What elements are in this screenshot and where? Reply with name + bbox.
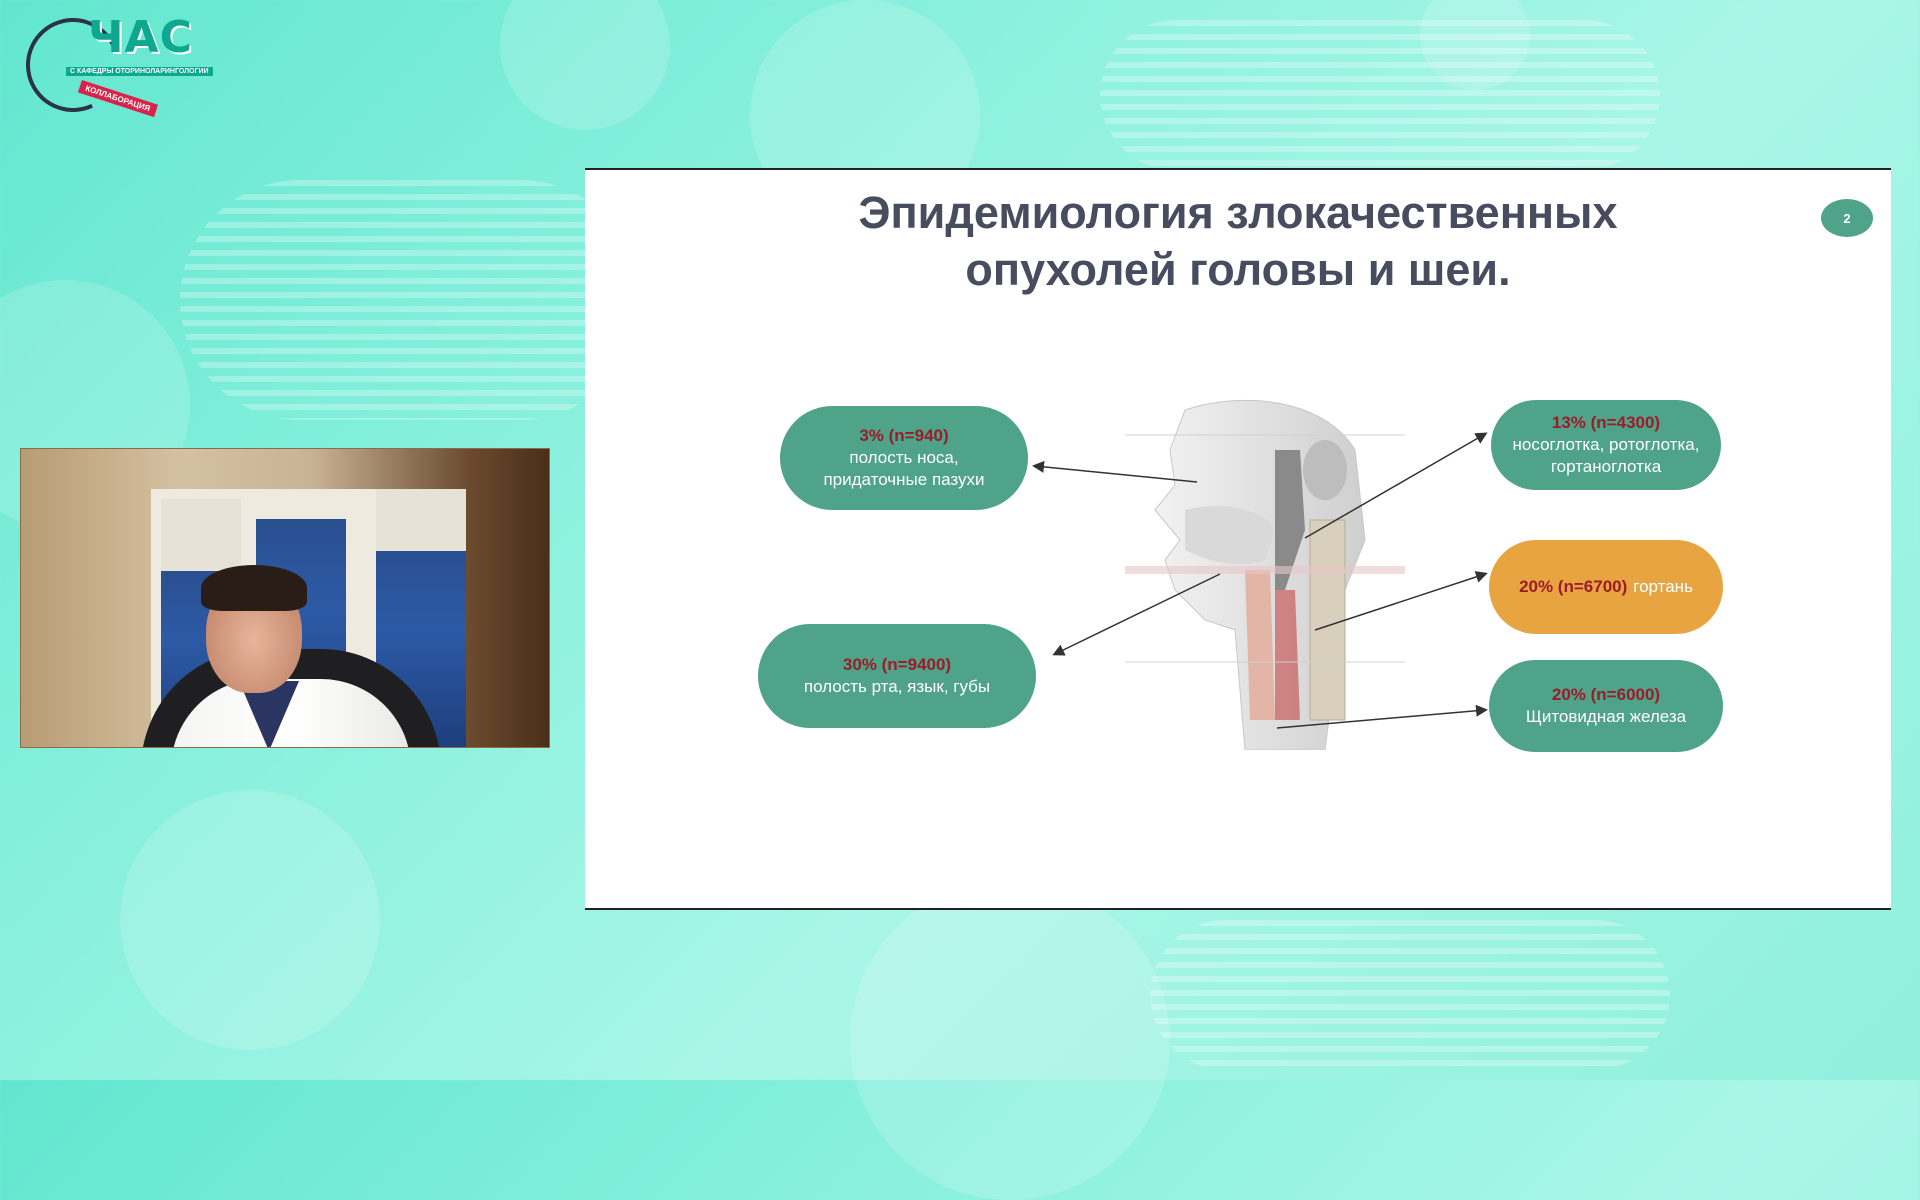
- label-percent: 30% (n=9400): [842, 655, 952, 674]
- label-text-line: придаточные пазухи: [823, 470, 985, 489]
- window-blind: [376, 489, 466, 551]
- slide-title-line1: Эпидемиология злокачественных: [858, 187, 1618, 238]
- label-pharynx: 13% (n=4300) носоглотка, ротоглотка, гор…: [1491, 400, 1721, 490]
- background-stripes: [1100, 20, 1660, 170]
- label-text-line: полость рта, язык, губы: [803, 677, 991, 696]
- channel-logo: ЧАС С КАФЕДРЫ ОТОРИНОЛАРИНГОЛОГИИ КОЛЛАБ…: [12, 4, 213, 126]
- presentation-slide: Эпидемиология злокачественных опухолей г…: [585, 168, 1891, 910]
- label-nasal-cavity: 3% (n=940) полость носа, придаточные паз…: [780, 406, 1028, 510]
- label-percent: 20% (n=6000): [1551, 685, 1661, 704]
- label-text-line: гортань: [1633, 577, 1693, 596]
- logo-subtitle: С КАФЕДРЫ ОТОРИНОЛАРИНГОЛОГИИ: [66, 67, 213, 76]
- label-thyroid: 20% (n=6000) Щитовидная железа: [1489, 660, 1723, 752]
- background-circle: [850, 880, 1170, 1200]
- background-stripes: [1150, 920, 1670, 1070]
- head-neck-anatomy-illustration: [1125, 399, 1405, 750]
- label-percent: 13% (n=4300): [1551, 413, 1661, 432]
- label-oral-cavity: 30% (n=9400) полость рта, язык, губы: [758, 624, 1036, 728]
- label-text-line: носоглотка, ротоглотка,: [1512, 435, 1700, 454]
- label-text-line: Щитовидная железа: [1525, 707, 1687, 726]
- background-stripes: [180, 180, 640, 420]
- label-percent: 3% (n=940): [859, 426, 949, 445]
- background-circle: [1420, 0, 1530, 90]
- slide-title-line2: опухолей головы и шеи.: [965, 244, 1511, 295]
- speaker-hair: [201, 565, 307, 611]
- label-text-line: полость носа,: [849, 448, 959, 467]
- speaker-webcam-video[interactable]: [20, 448, 550, 748]
- label-percent: 20% (n=6700): [1519, 577, 1628, 596]
- background-circle: [120, 790, 380, 1050]
- slide-page-number: 2: [1821, 199, 1873, 237]
- label-larynx: 20% (n=6700) гортань: [1489, 540, 1723, 634]
- window-blind: [161, 499, 241, 571]
- slide-title: Эпидемиология злокачественных опухолей г…: [585, 184, 1891, 298]
- background-circle: [500, 0, 670, 130]
- logo-title: ЧАС: [88, 12, 193, 63]
- label-text-line: гортаноглотка: [1550, 457, 1662, 476]
